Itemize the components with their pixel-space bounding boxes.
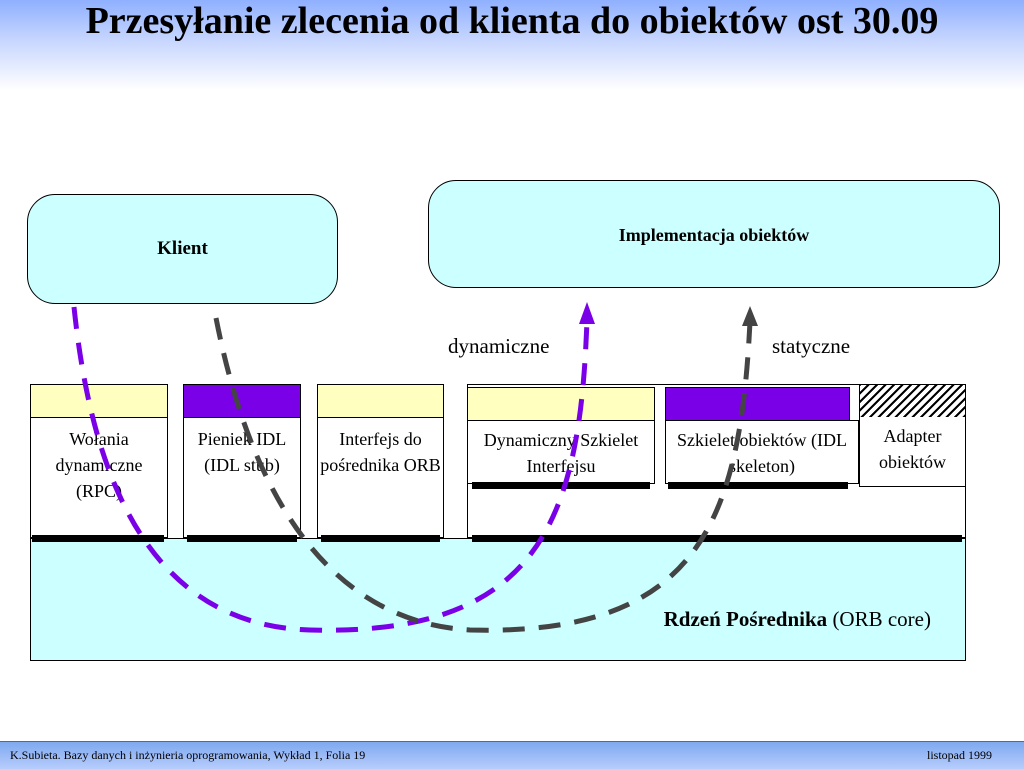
object-implementation-label: Implementacja obiektów xyxy=(618,225,810,245)
footer-band: K.Subieta. Bazy danych i inżynieria opro… xyxy=(0,741,1024,769)
object-implementation-box: Implementacja obiektów xyxy=(428,180,1000,288)
dynamic-path xyxy=(71,306,590,633)
orb-core-rest: (ORB core) xyxy=(827,607,931,631)
idl-skeleton-box: Szkielet obiektów (IDL skeleton) xyxy=(665,420,859,484)
base-bar-2 xyxy=(187,535,297,542)
object-adapter-box: Adapter obiektów xyxy=(859,417,966,487)
dynamic-invocation-text: Wołania dynamiczne (RPC) xyxy=(55,429,143,501)
label-static: statyczne xyxy=(772,334,851,358)
slide-title: Przesyłanie zlecenia od klienta do obiek… xyxy=(85,0,939,42)
dynamic-invocation-box: Wołania dynamiczne (RPC) xyxy=(30,417,168,538)
client-box: Klient xyxy=(27,194,338,304)
dsi-cap xyxy=(467,387,655,421)
base-bar-1 xyxy=(32,535,164,542)
dsi-text: Dynamiczny Szkielet Interfejsu xyxy=(483,430,639,476)
base-bar-4 xyxy=(472,535,962,542)
object-adapter-cap xyxy=(859,384,966,418)
idl-skeleton-text: Szkielet obiektów (IDL skeleton) xyxy=(677,430,847,476)
dynamic-arrowhead xyxy=(579,302,595,324)
footer-right-text: listopad 1999 xyxy=(927,748,992,762)
title-band xyxy=(0,0,1024,90)
idl-skeleton-cap xyxy=(665,387,850,421)
static-arrowhead xyxy=(742,306,758,326)
orb-interface-box: Interfejs do pośrednika ORB xyxy=(317,417,444,538)
idl-skeleton-base-bar xyxy=(668,482,848,489)
label-dynamic: dynamiczne xyxy=(448,334,550,358)
orb-core-bold: Rdzeń Pośrednika xyxy=(663,607,828,631)
orb-core-box: Rdzeń Pośrednika (ORB core) xyxy=(30,538,966,661)
orb-interface-text: Interfejs do pośrednika ORB xyxy=(320,429,441,475)
orb-core-label: Rdzeń Pośrednika (ORB core) xyxy=(664,607,931,632)
dsi-base-bar xyxy=(472,482,650,489)
dsi-box: Dynamiczny Szkielet Interfejsu xyxy=(467,420,655,484)
client-label: Klient xyxy=(157,238,208,259)
base-bar-3 xyxy=(321,535,440,542)
dynamic-invocation-cap xyxy=(30,384,168,418)
static-path xyxy=(213,317,753,633)
object-adapter-text: Adapter obiektów xyxy=(879,426,946,472)
footer-left-text: K.Subieta. Bazy danych i inżynieria opro… xyxy=(10,748,366,762)
